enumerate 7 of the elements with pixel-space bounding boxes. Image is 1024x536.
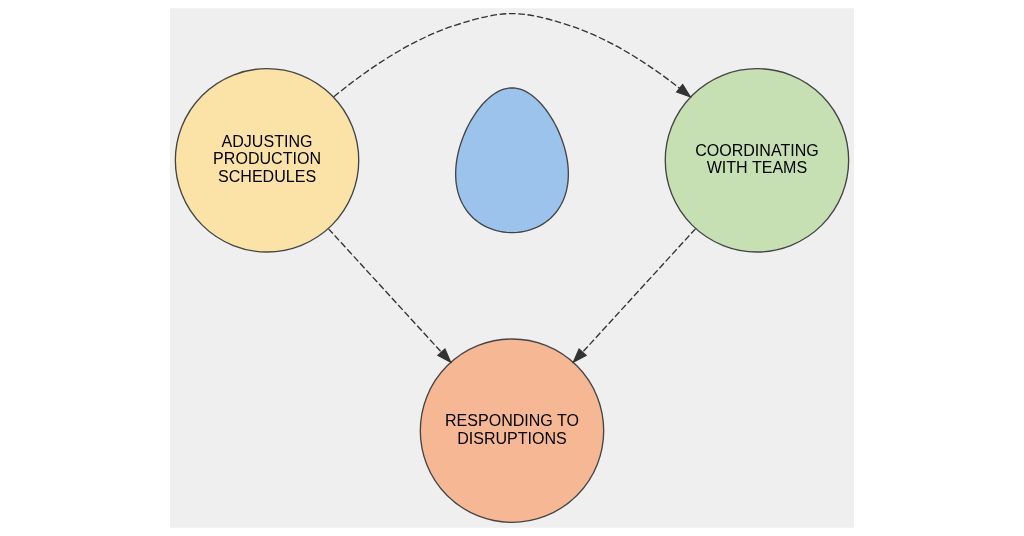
arrow [327,228,452,364]
node-circle: COORDINATING WITH TEAMS [664,67,850,253]
node-person [454,87,569,234]
node-circle: ADJUSTING PRODUCTION SCHEDULES [174,67,360,253]
node-circle: RESPONDING TO DISRUPTIONS [419,338,605,524]
arrow [333,12,692,99]
arrow [572,228,697,364]
